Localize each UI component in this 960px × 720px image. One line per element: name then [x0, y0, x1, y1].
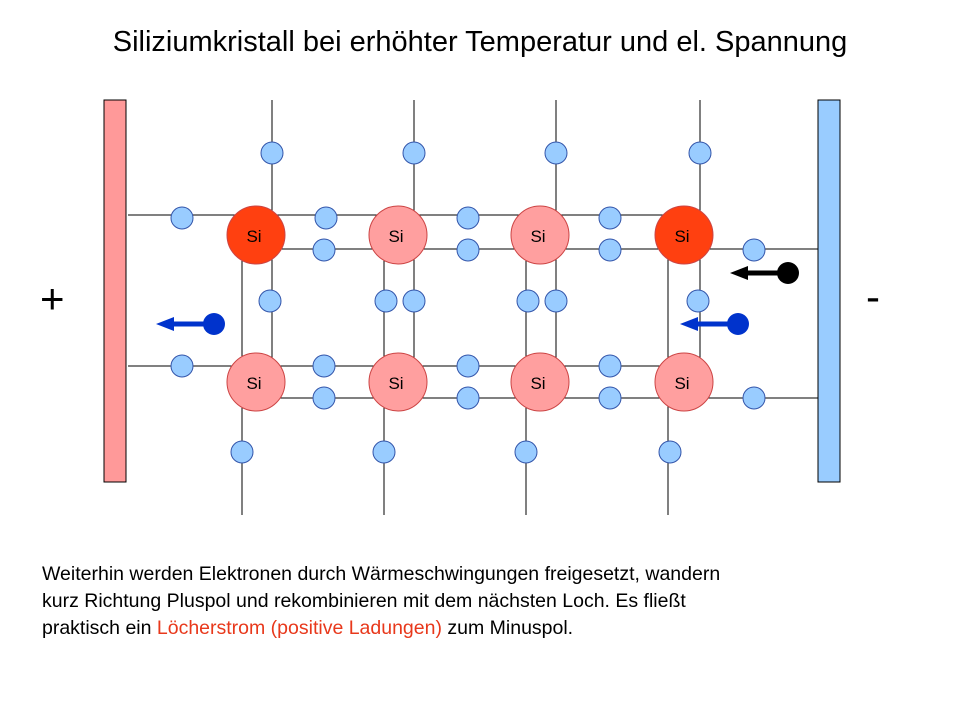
minus-pole-label: -: [866, 273, 880, 320]
plus-pole-label: +: [40, 275, 65, 322]
electron-arrows: [156, 262, 799, 335]
free-electron-arrow-right: [680, 313, 749, 335]
electron: [170, 206, 194, 230]
silicon-atoms: [226, 205, 714, 412]
caption-line-3: praktisch ein Löcherstrom (positive Ladu…: [42, 615, 922, 642]
electron: [544, 141, 568, 165]
si-label: Si: [530, 374, 545, 393]
electron: [312, 238, 336, 262]
electron: [456, 386, 480, 410]
free-electron-arrow-black: [730, 262, 799, 284]
electron: [258, 289, 282, 313]
caption-text: Weiterhin werden Elektronen durch Wärmes…: [42, 561, 922, 642]
si-atom-hole: [654, 205, 714, 265]
electron: [658, 440, 682, 464]
si-label: Si: [674, 374, 689, 393]
caption-line-3-end: zum Minuspol.: [441, 617, 574, 639]
valence-electrons: [170, 141, 766, 464]
electron: [598, 238, 622, 262]
electron: [456, 238, 480, 262]
si-label: Si: [388, 374, 403, 393]
caption-line-3-start: praktisch ein: [42, 617, 157, 639]
si-atom: [510, 205, 570, 265]
electron: [742, 238, 766, 262]
si-atom: [368, 352, 428, 412]
si-atom: [510, 352, 570, 412]
electron: [314, 206, 338, 230]
electron: [260, 141, 284, 165]
electron: [544, 289, 568, 313]
si-label: Si: [246, 374, 261, 393]
electron: [598, 206, 622, 230]
electron: [402, 289, 426, 313]
electron: [514, 440, 538, 464]
caption-highlight: Löcherstrom (positive Ladungen): [156, 617, 442, 639]
si-label: Si: [674, 227, 689, 246]
electron: [456, 206, 480, 230]
electron: [516, 289, 540, 313]
electron: [402, 141, 426, 165]
electron: [686, 289, 710, 313]
electron: [230, 440, 254, 464]
caption-line-2: kurz Richtung Pluspol und rekombinieren …: [42, 590, 686, 612]
minus-electrode: [817, 99, 841, 483]
si-atom: [654, 352, 714, 412]
si-atom-hole: [226, 205, 286, 265]
si-atom: [368, 205, 428, 265]
si-label: Si: [388, 227, 403, 246]
electron: [598, 386, 622, 410]
si-atom: [226, 352, 286, 412]
si-label: Si: [246, 227, 261, 246]
electron: [742, 386, 766, 410]
electron: [688, 141, 712, 165]
electron: [312, 386, 336, 410]
si-labels: Si Si Si Si Si Si Si Si: [246, 227, 689, 393]
electron: [456, 354, 480, 378]
electron: [372, 440, 396, 464]
electron: [598, 354, 622, 378]
caption-line-1: Weiterhin werden Elektronen durch Wärmes…: [42, 563, 721, 585]
electron: [170, 354, 194, 378]
plus-electrode: [103, 99, 127, 483]
free-electron-arrow-left: [156, 313, 225, 335]
page-title: Siliziumkristall bei erhöhter Temperatur…: [112, 26, 848, 58]
electron: [374, 289, 398, 313]
electron: [312, 354, 336, 378]
si-label: Si: [530, 227, 545, 246]
